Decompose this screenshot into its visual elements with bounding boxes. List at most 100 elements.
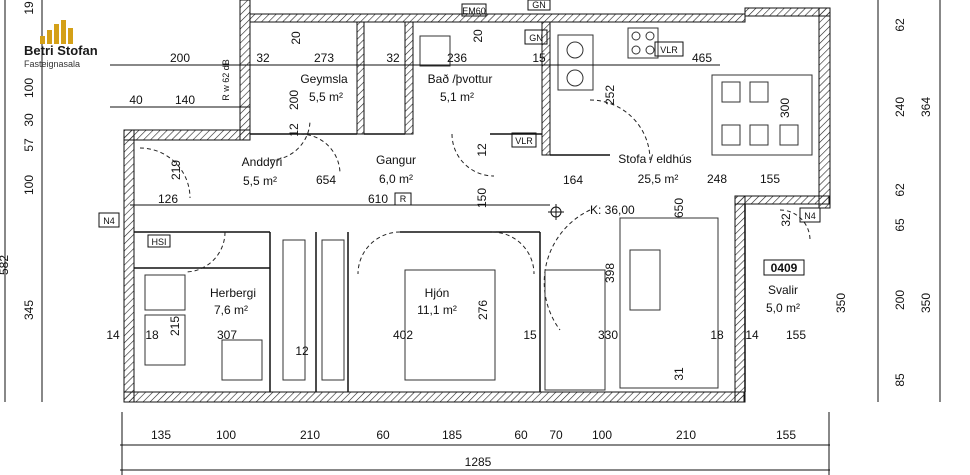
dim-248: 248	[707, 172, 727, 186]
dim-left-30: 30	[22, 113, 36, 127]
dim-right-62a: 62	[893, 18, 907, 32]
tags: GN EM60 GN VLR VLR HSI R N4 N4 0409 K: 3…	[103, 0, 816, 275]
dimension-texts: 200 32 273 32 236 15 465 40 140 654 164 …	[106, 51, 806, 469]
dim-right-200: 200	[893, 290, 907, 310]
dim-40: 40	[129, 93, 143, 107]
dim-32c: 32	[779, 213, 793, 227]
dim-654: 654	[316, 173, 336, 187]
room-hjon-name: Hjón	[425, 286, 450, 300]
dim-402: 402	[393, 328, 413, 342]
wall-geymsla-right	[356, 21, 365, 135]
dim-left-345: 345	[22, 300, 36, 320]
dim-398: 398	[603, 263, 617, 283]
dim-left-582: 582	[0, 255, 11, 275]
room-gangur-area: 6,0 m²	[379, 172, 413, 186]
wall-stofa-right-ret	[734, 195, 830, 205]
room-gangur-name: Gangur	[376, 153, 416, 167]
wall-bath-right	[541, 21, 551, 156]
room-hjon-area: 11,1 m²	[417, 303, 457, 317]
dim-20a: 20	[289, 31, 303, 45]
dim-right-62b: 62	[893, 183, 907, 197]
dim-right-350b: 350	[919, 293, 933, 313]
room-anddyri-name: Anddyri	[242, 155, 283, 169]
dim-14a: 14	[106, 328, 120, 342]
dim-left-19: 19	[22, 1, 36, 15]
tag-n4-2: N4	[804, 211, 816, 221]
wall-outer-bottom	[123, 391, 745, 403]
dim-left-57: 57	[22, 138, 36, 152]
dim-273: 273	[314, 51, 334, 65]
dim-215: 215	[168, 316, 182, 336]
dim-12c: 12	[295, 344, 309, 358]
dim-12b: 12	[475, 143, 489, 157]
dim-right-65: 65	[893, 218, 907, 232]
wall-right-upper	[818, 7, 831, 209]
brand-logo: Betri Stofan Fasteignasala	[22, 16, 122, 76]
dim-276: 276	[476, 300, 490, 320]
dim-18b: 18	[710, 328, 724, 342]
dim-155b: 155	[786, 328, 806, 342]
walls	[123, 0, 831, 403]
dim-236: 236	[447, 51, 467, 65]
tag-vlr-2: VLR	[515, 136, 533, 146]
dimension-lines	[4, 0, 941, 475]
dim-15a: 15	[532, 51, 546, 65]
wall-balcony-left	[734, 195, 746, 403]
dim-bottom-210b: 210	[676, 428, 696, 442]
room-stofa-name: Stofa / eldhús	[618, 152, 691, 166]
room-anddyri-area: 5,5 m²	[243, 174, 277, 188]
wall-top-right	[744, 7, 831, 17]
dim-bottom-185: 185	[442, 428, 462, 442]
room-stofa-area: 25,5 m²	[638, 172, 679, 186]
dim-right-240: 240	[893, 97, 907, 117]
room-svalir-area: 5,0 m²	[766, 301, 800, 315]
dim-bottom-70: 70	[549, 428, 563, 442]
dim-200b: 200	[287, 90, 301, 110]
elevation-marker	[548, 204, 564, 220]
dim-bottom-60b: 60	[514, 428, 528, 442]
wall-outer-top-left	[123, 129, 251, 141]
dim-bottom-60a: 60	[376, 428, 390, 442]
dim-right-364: 364	[919, 97, 933, 117]
dim-18a: 18	[145, 328, 159, 342]
dim-14b: 14	[745, 328, 759, 342]
wall-outer-left	[123, 129, 135, 403]
dim-31: 31	[672, 367, 686, 381]
dim-126: 126	[158, 192, 178, 206]
dim-12a: 12	[287, 123, 301, 137]
dim-15b: 15	[523, 328, 537, 342]
room-geymsla-area: 5,5 m²	[309, 90, 343, 104]
room-labels: Geymsla 5,5 m² Bað /þvottur 5,1 m² Anddy…	[210, 72, 800, 317]
dim-140: 140	[175, 93, 195, 107]
door-swings	[139, 99, 811, 331]
room-geymsla-name: Geymsla	[300, 72, 348, 86]
tag-vlr-1: VLR	[660, 45, 678, 55]
dim-465: 465	[692, 51, 712, 65]
dim-164: 164	[563, 173, 583, 187]
logo-mark	[40, 20, 73, 44]
dim-left-100a: 100	[22, 78, 36, 98]
room-herbergi-name: Herbergi	[210, 286, 256, 300]
wall-bath-left	[404, 21, 414, 135]
dim-bottom-210a: 210	[300, 428, 320, 442]
room-svalir-name: Svalir	[768, 283, 798, 297]
vertical-dimension-texts: 20 200 12 20 219 12 150 650 252 300 32 3…	[0, 1, 933, 387]
dim-20b: 20	[471, 29, 485, 43]
room-bad-area: 5,1 m²	[440, 90, 474, 104]
dim-155a: 155	[760, 172, 780, 186]
tag-em: EM60	[462, 6, 486, 16]
dim-left-100b: 100	[22, 175, 36, 195]
tag-gn-2: GN	[529, 33, 543, 43]
room-bad-name: Bað /þvottur	[428, 72, 493, 86]
dim-307: 307	[217, 328, 237, 342]
dim-bottom-100a: 100	[216, 428, 236, 442]
wall-geymsla-left	[239, 0, 251, 141]
dim-252: 252	[603, 85, 617, 105]
tag-gn-1: GN	[532, 0, 546, 10]
dim-rw: R w 62 dB	[221, 59, 231, 101]
wall-top-strip	[249, 13, 746, 23]
tag-n4-1: N4	[103, 216, 115, 226]
dim-bottom-1285: 1285	[465, 455, 492, 469]
dim-300: 300	[778, 98, 792, 118]
